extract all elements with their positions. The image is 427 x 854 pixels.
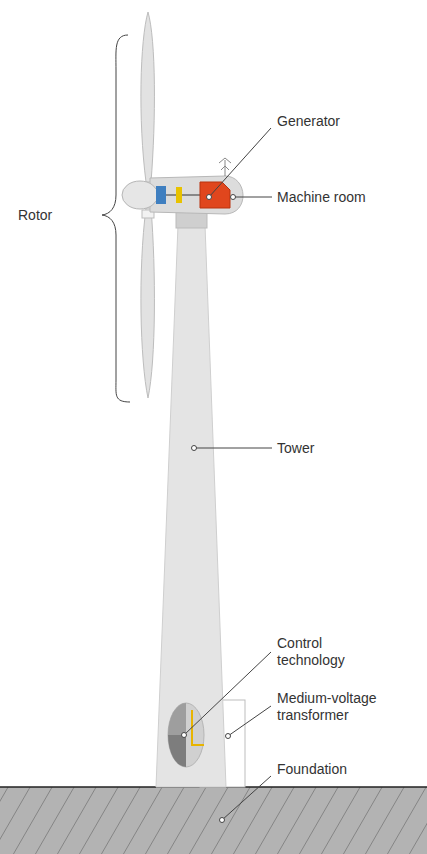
leader-dot <box>231 195 236 200</box>
leader-dot <box>192 446 197 451</box>
leader-dot <box>207 195 212 200</box>
part-label: Generator <box>277 113 340 130</box>
part-label: Machine room <box>277 189 366 206</box>
leader-dot <box>182 733 187 738</box>
part-label: Foundation <box>277 761 347 778</box>
yaw-bearing <box>176 212 207 228</box>
foundation-hatch <box>0 787 427 854</box>
leader-dot <box>226 734 231 739</box>
foundation-ground <box>0 787 427 854</box>
shaft <box>166 194 200 196</box>
generator <box>200 182 230 208</box>
leader-line <box>228 706 271 736</box>
rotor-blade <box>141 208 155 398</box>
leader-line <box>184 652 271 735</box>
part-label: Rotor <box>18 207 52 224</box>
tower <box>156 225 226 787</box>
cable <box>192 710 204 745</box>
part-label: Control technology <box>277 635 367 669</box>
leader-line <box>222 776 271 820</box>
leader-line <box>233 197 272 198</box>
leader-line <box>194 448 272 449</box>
control-cabinet <box>168 703 186 735</box>
rotor-bracket <box>102 35 130 402</box>
hub <box>122 181 158 209</box>
part-label: Tower <box>277 440 314 457</box>
control-cabinet <box>168 735 186 767</box>
rotor-blade <box>141 12 155 182</box>
machine-room <box>150 176 243 214</box>
anemometer <box>219 158 231 170</box>
anemometer <box>225 160 226 176</box>
leader-line <box>209 128 271 197</box>
leader-dot <box>220 818 225 823</box>
control-cutaway <box>168 703 204 767</box>
gearbox <box>176 187 182 203</box>
main-bearing <box>156 186 166 204</box>
part-label: Medium-voltage transformer <box>277 690 412 724</box>
